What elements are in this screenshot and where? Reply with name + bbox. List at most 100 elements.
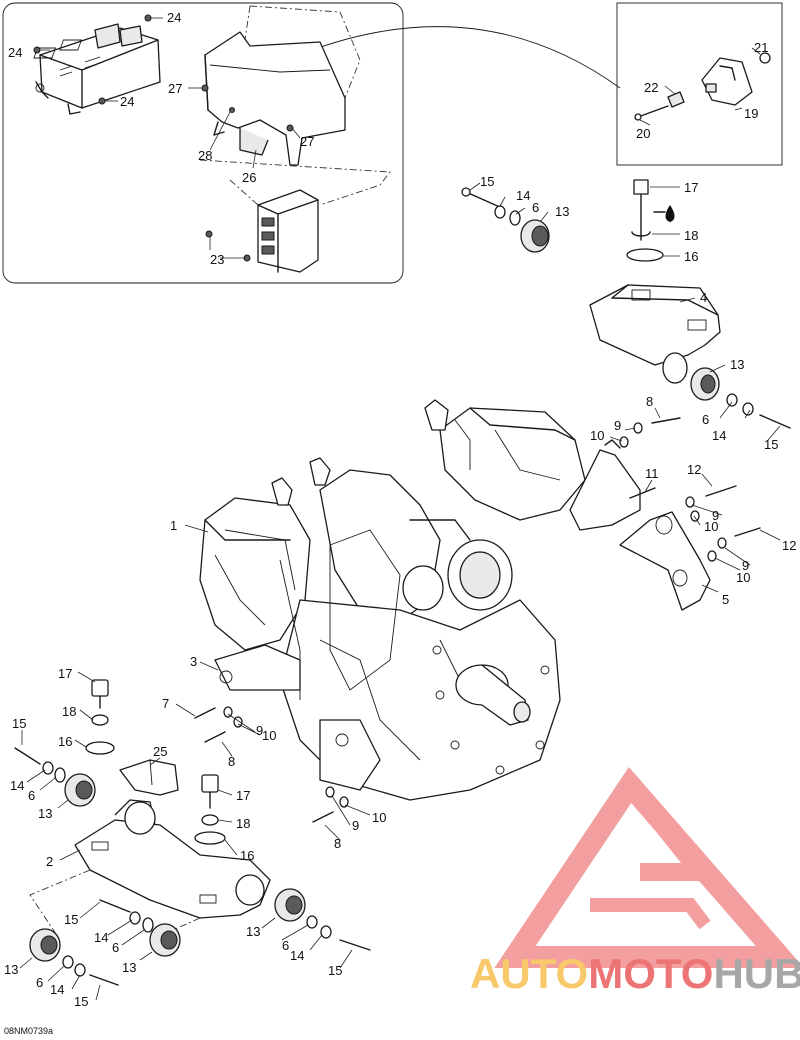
callout-27: 27	[168, 81, 182, 96]
heat-shield	[204, 5, 361, 166]
callout-16: 16	[58, 734, 72, 749]
shield-fastener-left	[201, 84, 209, 92]
clip-bracket	[701, 57, 753, 106]
upper-large-washer	[626, 248, 664, 262]
callout-13: 13	[4, 962, 18, 977]
callout-8: 8	[334, 836, 341, 851]
watermark-hub: HUB	[713, 950, 800, 997]
callout-25: 25	[153, 744, 167, 759]
automotohub-watermark: AUTOMOTOHUB	[470, 766, 800, 997]
callout-15: 15	[12, 716, 26, 731]
bolt-11	[629, 487, 656, 499]
callout-21: 21	[754, 40, 768, 55]
callout-10: 10	[590, 428, 604, 443]
callout-15: 15	[480, 174, 494, 189]
callout-7: 7	[162, 696, 169, 711]
watermark-moto: MOTO	[588, 950, 713, 997]
callout-14: 14	[94, 930, 108, 945]
fuse-box-nut-top	[144, 14, 152, 22]
bolt-7	[194, 707, 216, 719]
callout-6: 6	[36, 975, 43, 990]
callout-5: 5	[722, 592, 729, 607]
callout-22: 22	[644, 80, 658, 95]
callout-17: 17	[58, 666, 72, 681]
clip-spacer	[667, 91, 685, 108]
callout-9: 9	[352, 818, 359, 833]
watermark-auto: AUTO	[470, 950, 588, 997]
callout-18: 18	[684, 228, 698, 243]
shield-fastener-right	[286, 124, 294, 132]
callout-17: 17	[684, 180, 698, 195]
callout-26: 26	[242, 170, 256, 185]
callout-6: 6	[112, 940, 119, 955]
fuse-box-nut-bottom	[98, 97, 106, 105]
callout-17: 17	[236, 788, 250, 803]
callout-15: 15	[74, 994, 88, 1009]
callout-27: 27	[300, 134, 314, 149]
callout-9: 9	[256, 723, 263, 738]
bracket-5	[619, 511, 711, 611]
callout-9: 9	[614, 418, 621, 433]
callout-14: 14	[516, 188, 530, 203]
callout-12: 12	[687, 462, 701, 477]
washer-10-right	[619, 436, 629, 448]
callout-24: 24	[167, 10, 181, 25]
washer-16-center	[194, 831, 226, 845]
callout-9: 9	[712, 508, 719, 523]
watermark-text: AUTOMOTOHUB	[470, 950, 800, 997]
callout-15: 15	[764, 437, 778, 452]
callout-16: 16	[240, 848, 254, 863]
bolt-15-left-upper	[14, 747, 41, 765]
rubber-bushing-13-lower-center	[149, 923, 181, 957]
upper-mount-bracket	[589, 284, 721, 384]
washer-9-right	[633, 422, 643, 434]
bolt-15-right	[759, 414, 791, 429]
ecu-module	[199, 159, 391, 273]
callout-23: 23	[210, 252, 224, 267]
washer-6-right	[726, 393, 738, 407]
rubber-bushing-13-right	[690, 367, 720, 401]
callout-16: 16	[684, 249, 698, 264]
callout-6: 6	[28, 788, 35, 803]
callout-20: 20	[636, 126, 650, 141]
callout-13: 13	[38, 806, 52, 821]
bolt-15-lower-center	[99, 899, 131, 913]
callout-11: 11	[645, 466, 659, 481]
detail-link-curve	[281, 26, 621, 89]
callout-28: 28	[198, 148, 212, 163]
callout-13: 13	[730, 357, 744, 372]
rear-engine-bracket	[569, 439, 641, 531]
bolt-12-upper	[705, 485, 737, 497]
oil-drop-icon	[653, 205, 675, 222]
lower-mount-plate	[74, 799, 271, 919]
callout-18: 18	[62, 704, 76, 719]
callout-13: 13	[246, 924, 260, 939]
leader-lines	[19, 17, 781, 1001]
callout-6: 6	[702, 412, 709, 427]
callout-10: 10	[736, 570, 750, 585]
washer-6-upper	[509, 210, 521, 226]
callout-15: 15	[64, 912, 78, 927]
callout-1: 1	[170, 518, 177, 533]
callout-13: 13	[555, 204, 569, 219]
washer-14-right	[742, 402, 754, 416]
washer-16-left	[85, 741, 115, 755]
rubber-bushing-13-left-upper	[64, 773, 96, 807]
electrical-detail-box	[2, 2, 404, 284]
bracket-25	[119, 759, 179, 796]
callout-9: 9	[742, 558, 749, 573]
callout-15: 15	[328, 963, 342, 978]
callout-14: 14	[50, 982, 64, 997]
upper-lock-washer	[631, 231, 651, 237]
rubber-bushing-13-lower-left	[29, 928, 61, 962]
bolt-15-upper	[465, 191, 503, 209]
callout-2: 2	[46, 854, 53, 869]
engine-assembly	[199, 399, 586, 801]
fuse-box-nut-left	[33, 46, 41, 54]
fuse-box	[33, 23, 161, 115]
bolt-8-right	[651, 417, 681, 424]
callout-12: 12	[782, 538, 796, 553]
callout-10: 10	[262, 728, 276, 743]
